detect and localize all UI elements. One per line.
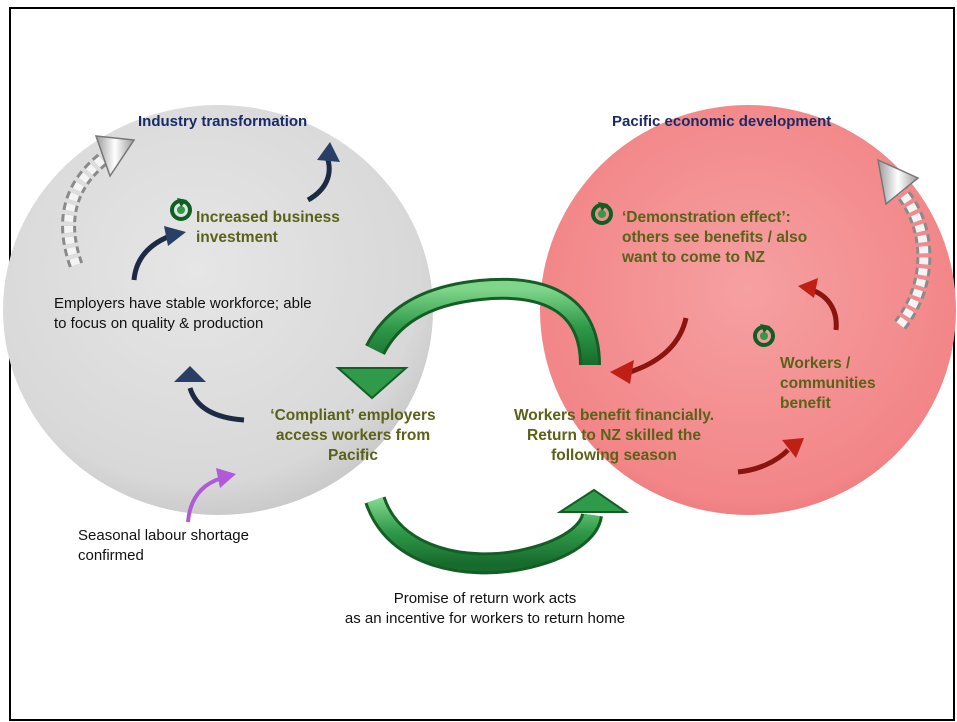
increased-investment-label: Increased business investment	[196, 209, 340, 246]
cycle-icon	[591, 202, 613, 225]
arrow-investment-up	[306, 142, 340, 203]
arrow-to-stable-workforce	[174, 366, 245, 423]
cycle-icon	[170, 198, 192, 221]
demonstration-effect-label: ‘Demonstration effect’: others see benef…	[622, 209, 808, 266]
arrow-labour-shortage	[186, 468, 236, 523]
communities-benefit-label: Workers / communities benefit	[780, 355, 876, 412]
stable-workforce-label: Employers have stable workforce; able to…	[54, 295, 312, 332]
arrow-to-investment	[131, 226, 186, 281]
industry-transformation-heading: Industry transformation	[138, 113, 308, 130]
growth-arrow-right	[877, 158, 932, 330]
compliant-employers-label: ‘Compliant’ employers access workers fro…	[270, 407, 436, 464]
arrow-to-communities	[737, 438, 804, 475]
labour-shortage-label: Seasonal labour shortage confirmed	[78, 527, 249, 564]
green-arrow-bottom	[364, 488, 630, 575]
growth-arrow-left	[61, 135, 136, 268]
right-circle	[540, 105, 956, 515]
green-arrow-top	[335, 277, 601, 400]
promise-return-label: Promise of return work acts as an incent…	[344, 590, 626, 627]
arrow-to-demonstration	[798, 278, 839, 331]
left-circle	[3, 105, 433, 515]
cycle-icon	[753, 324, 775, 347]
workers-benefit-label: Workers benefit financially. Return to N…	[513, 407, 715, 464]
pacific-development-heading: Pacific economic development	[612, 113, 832, 130]
arrow-to-workers-benefit	[610, 317, 689, 384]
